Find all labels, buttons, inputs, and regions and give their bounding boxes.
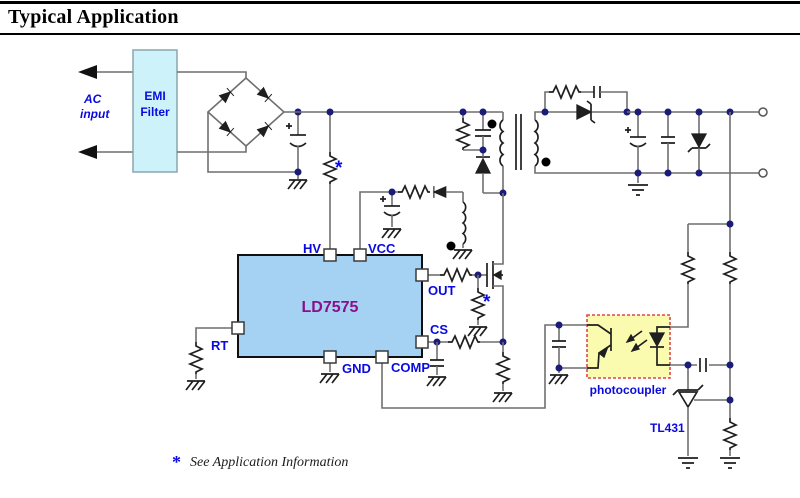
winding-phase-dot: [446, 241, 456, 251]
gnd-pin-ground: [319, 363, 340, 384]
sense-resistor: [496, 351, 510, 385]
pin-rt: [231, 321, 245, 335]
asterisk-note: *: [483, 292, 491, 313]
tl431-symbol: [677, 391, 699, 409]
tl431-cathode-bar: [672, 384, 704, 396]
bulk-capacitor: [286, 108, 308, 190]
ground-icon: [185, 380, 206, 391]
hv-startup-resistor: *: [323, 108, 343, 249]
secondary-winding: [533, 119, 539, 167]
gate-resistor: [439, 268, 473, 282]
ac-input-label: AC input: [80, 92, 110, 121]
mosfet-stage: *: [426, 193, 513, 403]
mosfet: [486, 193, 504, 342]
pin-label-gnd: GND: [342, 361, 371, 376]
ac-label-line1: AC: [83, 92, 102, 106]
ground-icon: [426, 376, 447, 387]
ground-icon: [627, 184, 649, 196]
pin-out: [415, 268, 429, 282]
ground-icon: [452, 249, 473, 260]
pin-label-out: OUT: [428, 283, 456, 298]
output-terminal-neg: [758, 168, 768, 178]
ground-icon: [381, 228, 402, 239]
ac-line-arrows: [78, 65, 133, 159]
arrow-left-icon: [78, 65, 97, 79]
pin-label-hv: HV: [303, 241, 321, 256]
primary-winding: [499, 119, 505, 167]
aux-winding: [461, 201, 467, 245]
rt-resistor: [185, 327, 232, 391]
vcc-supply: [359, 185, 473, 260]
ground-icon: [467, 326, 488, 337]
bridge-rectifier: [177, 71, 298, 173]
pin-label-cs: CS: [430, 322, 448, 337]
title-rule: [0, 33, 800, 35]
mosfet-arrow-icon: [492, 269, 502, 281]
arrow-left-icon: [78, 145, 97, 159]
pin-label-rt: RT: [211, 338, 228, 353]
asterisk-note: *: [335, 158, 343, 179]
emi-filter-block: EMI Filter: [132, 49, 178, 173]
pin-gnd: [323, 350, 337, 364]
secondary-snubber: [544, 85, 628, 112]
pin-vcc: [353, 248, 367, 262]
rcd-clamp: [456, 108, 503, 194]
page-title: Typical Application: [8, 6, 179, 28]
ground-icon: [287, 179, 308, 190]
light-arrow-icon: [625, 333, 635, 344]
output-terminal-pos: [758, 107, 768, 117]
pin-cs: [415, 335, 429, 349]
tl431-label: TL431: [650, 421, 685, 435]
footnote: * See Application Information: [172, 452, 348, 473]
pin-comp: [375, 350, 389, 364]
output-filter: [625, 107, 768, 196]
ground-icon: [548, 374, 569, 385]
pin-hv: [323, 248, 337, 262]
winding-phase-dot: [487, 119, 497, 129]
top-rule: [0, 1, 800, 4]
feedback-divider: [670, 112, 737, 365]
transformer: [487, 111, 759, 197]
light-arrow-icon: [630, 342, 640, 353]
emi-label-line1: EMI: [144, 89, 165, 103]
winding-phase-dot: [541, 157, 551, 167]
ground-icon: [719, 457, 741, 469]
emi-label-line2: Filter: [140, 105, 170, 119]
tl431-circuit: TL431: [650, 358, 741, 469]
photocoupler: photocoupler: [586, 314, 671, 397]
emitter-arrow-icon: [597, 347, 609, 359]
comp-feedback-wire: [381, 321, 587, 409]
photocoupler-label: photocoupler: [590, 383, 667, 397]
ground-icon: [492, 392, 513, 403]
footnote-star: *: [172, 452, 181, 472]
footnote-text: See Application Information: [190, 455, 349, 470]
ground-icon: [319, 373, 340, 384]
ground-icon: [677, 457, 699, 469]
ic-name: LD7575: [302, 299, 359, 316]
cs-resistor: [447, 335, 481, 349]
ld7575-ic: LD7575 HV VCC OUT CS RT GND COMP: [211, 241, 456, 376]
pin-label-comp: COMP: [391, 360, 430, 375]
pin-label-vcc: VCC: [368, 241, 396, 256]
output-rectifier-diode: [541, 100, 631, 124]
ac-label-line2: input: [80, 107, 110, 121]
